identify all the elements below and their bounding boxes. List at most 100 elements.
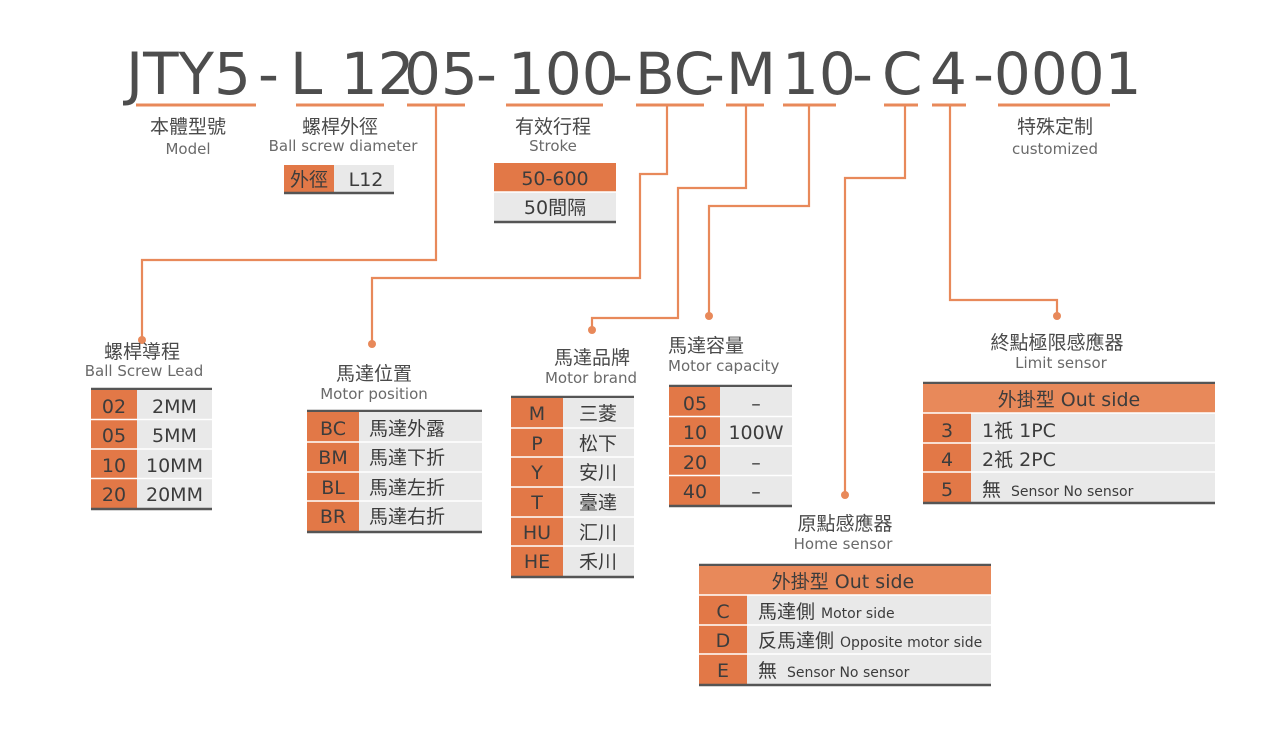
lead-code: 20 [102,484,126,506]
code-model: JTY5 [123,40,251,108]
leader-brand-dot [588,326,596,334]
screw-diameter-key-cell [284,165,334,192]
lead-code: 10 [102,455,126,477]
home-sensor-code: C [716,601,729,623]
limit-sensor-code: 3 [941,420,953,442]
code-dash-4: - [704,40,725,108]
leader-home [843,105,907,493]
brand-row: HU 汇川 [523,522,617,544]
code-dash-1: - [258,40,279,108]
code-custom: -0001 [973,40,1142,108]
motor-position-code: BR [320,506,346,528]
leader-capacity-dot [705,312,713,320]
leader-home-dot [841,491,849,499]
code-dash-2: - [476,40,497,108]
capacity-cn: 馬達容量 [668,335,744,357]
brand-row: P 松下 [531,433,617,455]
capacity-desc: – [751,393,761,415]
motor-position-block: 馬達位置 Motor position BC 馬達外露 BM 馬達下折 BL 馬… [307,363,482,534]
lead-row: 02 2MM [102,396,197,418]
model-code: JTY5 - L 12 05 - 100 - BC - M 10 - C 4 -… [123,40,1142,108]
motor-position-desc: 馬達下折 [369,447,445,469]
screw-diameter-value: L12 [349,169,384,191]
leader-motor-position [370,105,669,342]
home-sensor-en: Home sensor [794,535,894,553]
capacity-en: Motor capacity [668,357,780,375]
capacity-row: 40 – [683,481,761,503]
custom-cn: 特殊定制 [1017,116,1093,138]
capacity-desc: – [751,481,761,503]
screw-diameter-value-cell [334,165,394,192]
motor-position-row: BC 馬達外露 [320,418,445,440]
code-stroke: 100 [508,40,619,108]
brand-desc: 三菱 [579,403,617,425]
limit-sensor-code: 5 [941,479,953,501]
brand-row: Y 安川 [530,462,617,484]
code-home: C [882,40,923,108]
brand-code: T [530,492,543,514]
brand-cn: 馬達品牌 [554,347,630,369]
code-screw: L 12 [290,40,415,108]
screw-diameter-block: 螺桿外徑 Ball screw diameter 外徑 L12 [269,116,419,195]
limit-sensor-header: 外掛型 Out side [998,389,1140,411]
home-sensor-cn: 原點感應器 [797,512,892,535]
lead-desc: 5MM [152,425,197,447]
brand-row: T 臺達 [530,492,617,514]
motor-position-code: BM [318,447,347,469]
motor-position-code: BL [321,477,345,499]
stroke-block: 有效行程 Stroke 50-600 50間隔 [494,116,616,224]
code-brand: M [726,40,776,108]
brand-code: HE [524,551,550,573]
capacity-code: 10 [683,422,707,444]
lead-row: 05 5MM [102,425,197,447]
brand-code: M [529,403,545,425]
stroke-range: 50-600 [521,168,588,190]
code-limit: 4 [930,40,967,108]
screw-diameter-en: Ball screw diameter [269,137,419,155]
leader-lead [140,105,438,338]
capacity-desc: – [751,452,761,474]
code-capacity: 10 [782,40,856,108]
leader-limit [948,105,1059,314]
stroke-range-cell [494,163,616,192]
motor-position-row: BM 馬達下折 [318,447,445,469]
stroke-cn: 有效行程 [515,116,591,138]
limit-sensor-cn: 終點極限感應器 [990,331,1123,354]
limit-sensor-row: 3 1祇 1PC [941,420,1056,442]
lead-desc: 20MM [146,484,203,506]
model-label-cn: 本體型號 [150,116,226,138]
motor-position-cn: 馬達位置 [336,363,412,385]
lead-desc: 10MM [146,455,203,477]
home-sensor-code: E [717,660,729,682]
screw-diameter-key: 外徑 [290,169,328,191]
motor-position-desc: 馬達右折 [369,506,445,528]
limit-sensor-desc: 2祇 2PC [982,449,1056,471]
lead-code: 05 [102,425,126,447]
stroke-step: 50間隔 [524,197,586,219]
motor-position-desc: 馬達外露 [369,418,445,440]
motor-position-row: BL 馬達左折 [321,477,445,499]
home-sensor-header: 外掛型 Out side [772,571,914,593]
limit-sensor-block: 終點極限感應器 Limit sensor 外掛型 Out side 3 1祇 1… [923,331,1215,505]
model-label: 本體型號 Model [150,116,226,158]
capacity-code: 40 [683,481,707,503]
brand-desc: 禾川 [579,551,617,573]
home-sensor-code: D [716,630,731,652]
brand-desc: 臺達 [579,492,617,514]
capacity-row: 10 100W [683,422,784,444]
limit-sensor-en: Limit sensor [1015,354,1107,372]
motor-position-row: BR 馬達右折 [320,506,445,528]
limit-sensor-row: 4 2祇 2PC [941,449,1056,471]
capacity-code: 20 [683,452,707,474]
lead-code: 02 [102,396,126,418]
stroke-en: Stroke [529,137,577,155]
leader-capacity [707,105,811,314]
